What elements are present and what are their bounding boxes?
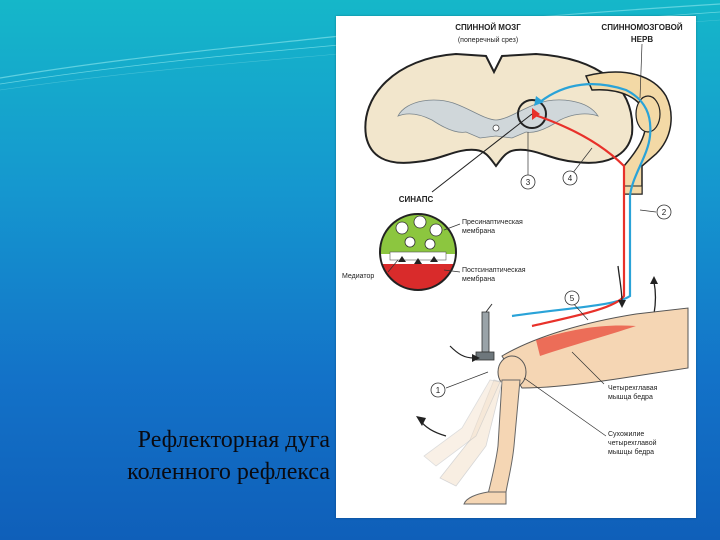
spinal-nerve-label-line-1: СПИННОМОЗГОВОЙ bbox=[601, 23, 682, 32]
presynaptic-label-line-1: Пресинаптическая bbox=[462, 219, 523, 226]
quadriceps-label-line-2: мышца бедра bbox=[608, 393, 653, 401]
slide-title-line-2: коленного рефлекса bbox=[40, 456, 330, 488]
spinal-cord-cross-section bbox=[365, 54, 632, 166]
spinal-nerve-label-line-2: НЕРВ bbox=[631, 35, 653, 44]
spinal-cord-sublabel: (поперечный срез) bbox=[458, 36, 518, 44]
marker-2: 2 bbox=[657, 205, 671, 219]
slide-title-line-1: Рефлекторная дуга bbox=[40, 424, 330, 456]
reflex-arc-diagram: 1 2 3 4 5 СПИННОЙ МОЗГ (поперечный срез)… bbox=[336, 16, 696, 518]
spinal-cord-label: СПИННОЙ МОЗГ bbox=[455, 23, 521, 32]
synapse-label: СИНАПС bbox=[399, 195, 434, 204]
tendon-label-line-3: мышцы бедра bbox=[608, 448, 654, 456]
reflex-arc-figure: 1 2 3 4 5 СПИННОЙ МОЗГ (поперечный срез)… bbox=[336, 16, 696, 518]
svg-text:3: 3 bbox=[526, 178, 531, 187]
marker-5: 5 bbox=[565, 291, 579, 305]
svg-text:1: 1 bbox=[436, 386, 441, 395]
presynaptic-label-line-2: мембрана bbox=[462, 227, 495, 235]
marker-1: 1 bbox=[431, 383, 445, 397]
svg-text:2: 2 bbox=[662, 208, 667, 217]
slide-title: Рефлекторная дуга коленного рефлекса bbox=[40, 424, 330, 488]
tendon-label-line-1: Сухожилие bbox=[608, 431, 644, 438]
quadriceps-label-line-1: Четырехглавая bbox=[608, 385, 658, 392]
marker-3: 3 bbox=[521, 175, 535, 189]
postsynaptic-label-line-1: Постсинаптическая bbox=[462, 267, 526, 274]
svg-text:5: 5 bbox=[570, 294, 575, 303]
mediator-label: Медиатор bbox=[342, 273, 374, 280]
postsynaptic-label-line-2: мембрана bbox=[462, 275, 495, 283]
marker-4: 4 bbox=[563, 171, 577, 185]
reflex-hammer bbox=[450, 304, 494, 362]
leg-illustration bbox=[416, 308, 688, 504]
tendon-label-line-2: четырехглавой bbox=[608, 439, 657, 447]
svg-text:4: 4 bbox=[568, 174, 573, 183]
